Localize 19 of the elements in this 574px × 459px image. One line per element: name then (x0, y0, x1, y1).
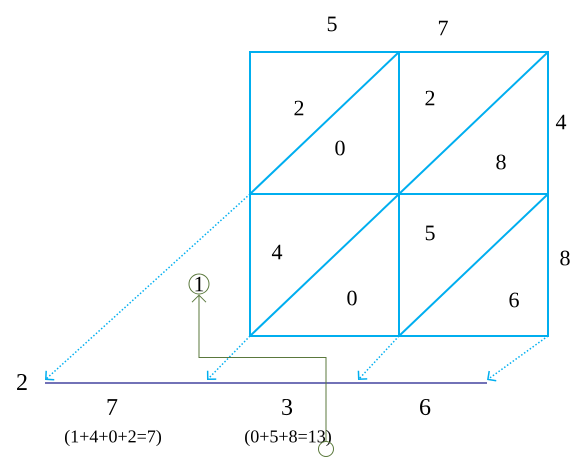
digit: 0 (335, 140, 345, 156)
digit: 6 (509, 292, 519, 308)
digit: 4 (556, 114, 566, 130)
digit: 8 (496, 154, 506, 170)
digit: 7 (108, 399, 118, 415)
digit: 0 (347, 290, 357, 306)
digit: 5 (426, 226, 435, 240)
digit: 2 (294, 100, 304, 116)
arrow (192, 294, 326, 442)
sum-expression: (1+4+0+2=7) (65, 430, 161, 446)
digit: 7 (438, 20, 448, 36)
circled-number: 1 (188, 274, 210, 294)
digit: 5 (328, 16, 337, 32)
digit: 3 (282, 398, 292, 416)
digit: 2 (425, 90, 434, 106)
digit: 2 (17, 374, 27, 390)
digit: 6 (420, 398, 430, 416)
digit: 8 (560, 250, 570, 266)
digit: 4 (272, 244, 282, 260)
